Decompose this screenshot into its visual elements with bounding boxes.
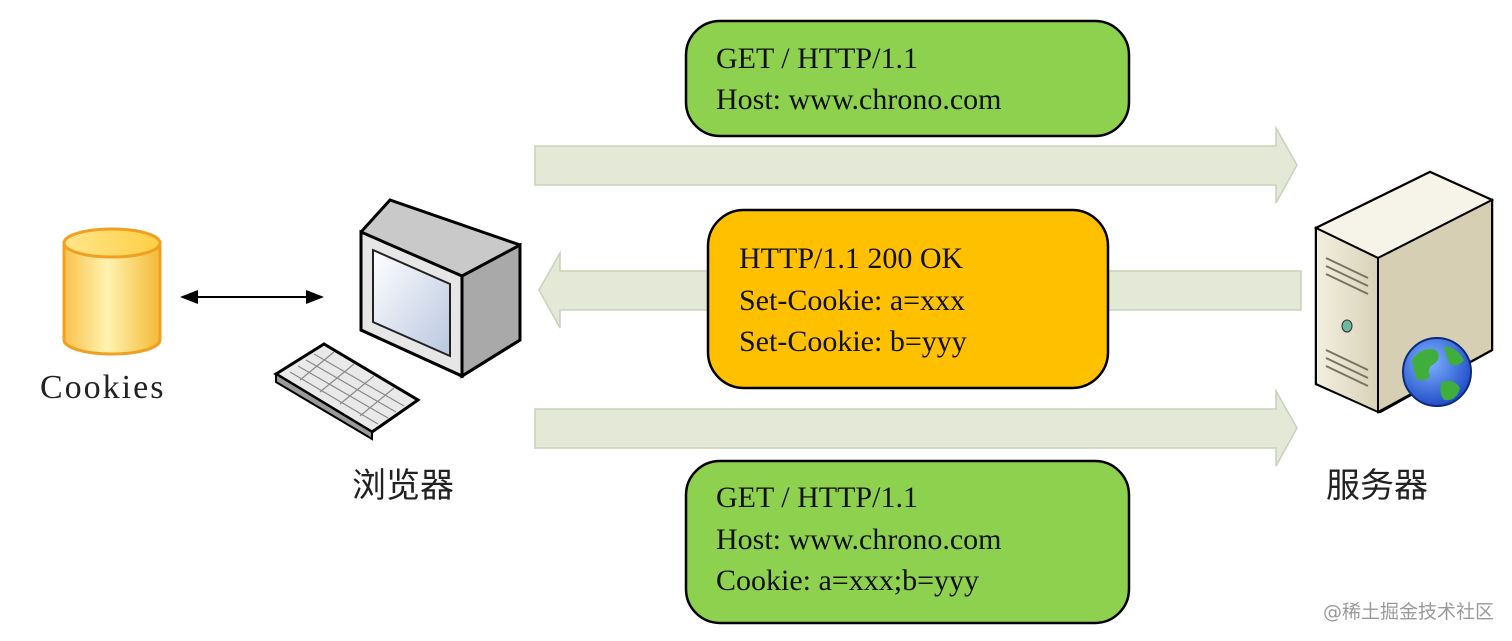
globe-icon <box>1402 337 1472 407</box>
request2-arrow <box>534 388 1298 467</box>
browser-label: 浏览器 <box>352 466 454 506</box>
request1-line-2: Host: www.chrono.com <box>716 83 1002 116</box>
request1-arrow <box>534 125 1298 204</box>
server-label: 服务器 <box>1326 466 1428 506</box>
desktop-computer-icon <box>273 198 522 441</box>
request2-line-1: GET / HTTP/1.1 <box>716 481 918 514</box>
cookies-label: Cookies <box>40 369 165 406</box>
response-line-2: Set-Cookie: a=xxx <box>739 284 965 317</box>
request2-line-3: Cookie: a=xxx;b=yyy <box>716 564 979 597</box>
request2-line-2: Host: www.chrono.com <box>716 523 1002 556</box>
response-message-box: HTTP/1.1 200 OK Set-Cookie: a=xxx Set-Co… <box>706 208 1110 390</box>
database-cylinder-icon <box>62 227 162 356</box>
request1-message-box: GET / HTTP/1.1 Host: www.chrono.com <box>684 19 1131 138</box>
response-line-3: Set-Cookie: b=yyy <box>739 325 967 358</box>
cookie-exchange-arrow <box>180 290 324 304</box>
watermark: @稀土掘金技术社区 <box>1323 601 1494 623</box>
response-line-1: HTTP/1.1 200 OK <box>739 242 964 275</box>
request1-line-1: GET / HTTP/1.1 <box>716 42 918 75</box>
request2-message-box: GET / HTTP/1.1 Host: www.chrono.com Cook… <box>684 459 1131 625</box>
